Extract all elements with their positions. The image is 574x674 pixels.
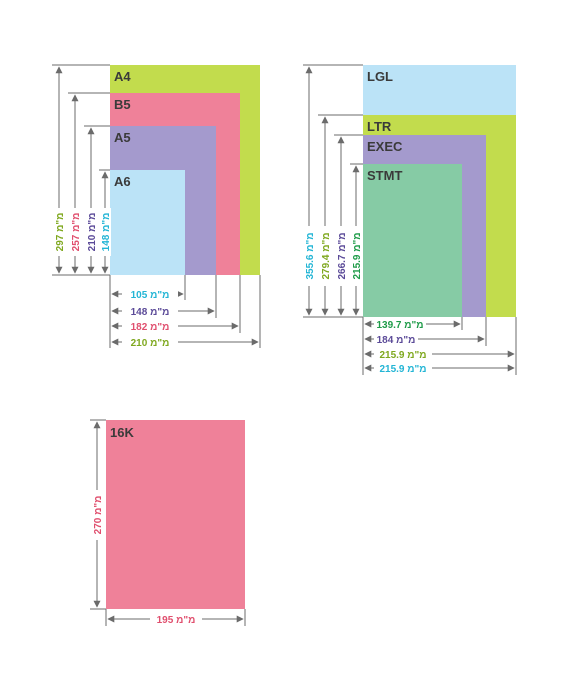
ltr-height-label: 279.4 מ"מ	[321, 232, 332, 279]
k16-size-group: 16K 270 מ"מ 195 מ"מ	[90, 419, 246, 626]
a5-label: A5	[114, 130, 131, 145]
b5-label: B5	[114, 97, 131, 112]
lgl-label: LGL	[367, 69, 393, 84]
ltr-label: LTR	[367, 119, 392, 134]
lgl-height-label: 355.6 מ"מ	[305, 232, 316, 279]
stmt-sheet	[363, 164, 462, 317]
b5-height-label: 257 מ"מ	[71, 213, 82, 252]
k16-label: 16K	[110, 425, 134, 440]
a6-sheet	[110, 170, 185, 275]
a5-height-label: 210 מ"מ	[87, 213, 98, 252]
stmt-width-label: 139.7 מ"מ	[376, 320, 423, 331]
a5-width-label: 148 מ"מ	[131, 307, 170, 318]
lgl-sheet	[363, 65, 516, 115]
a4-height-label: 297 מ"מ	[55, 213, 66, 252]
lgl-width-label: 215.9 מ"מ	[379, 364, 426, 375]
a6-height-label: 148 מ"מ	[101, 213, 112, 252]
ltr-width-label: 215.9 מ"מ	[379, 350, 426, 361]
us-size-group: LGL LTR EXEC STMT 355.6 מ"מ 279.4 מ"מ 26…	[303, 64, 517, 375]
k16-sheet	[106, 420, 245, 609]
iso-size-group: A4 B5 A5 A6 297 מ"מ 257 מ"מ 210 מ"מ 148 …	[52, 64, 261, 349]
stmt-height-label: 215.9 מ"מ	[352, 232, 363, 279]
k16-width-label: 195 מ"מ	[157, 615, 196, 626]
b5-width-label: 182 מ"מ	[131, 322, 170, 333]
a6-width-label: 105 מ"מ	[131, 290, 170, 301]
exec-height-label: 266.7 מ"מ	[337, 232, 348, 279]
k16-height-label: 270 מ"מ	[93, 496, 104, 535]
stmt-label: STMT	[367, 168, 402, 183]
exec-width-label: 184 מ"מ	[377, 335, 416, 346]
a4-label: A4	[114, 69, 131, 84]
exec-label: EXEC	[367, 139, 403, 154]
a4-width-label: 210 מ"מ	[131, 338, 170, 349]
a6-label: A6	[114, 174, 131, 189]
